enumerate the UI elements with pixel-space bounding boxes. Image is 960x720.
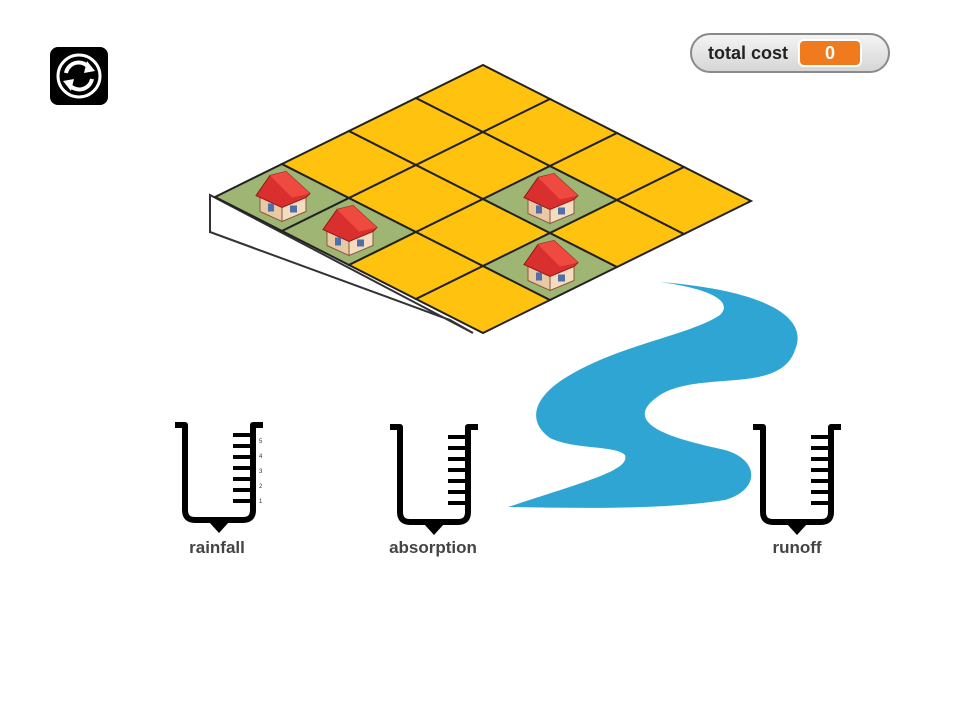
absorption-label: absorption <box>389 538 477 557</box>
refresh-icon <box>56 53 102 99</box>
runoff-label: runoff <box>772 538 822 557</box>
reset-button[interactable] <box>50 47 108 105</box>
total-cost-label: total cost <box>708 42 789 63</box>
river <box>508 282 798 508</box>
rainfall-label: rainfall <box>189 538 245 557</box>
house <box>255 170 311 223</box>
house-layer <box>255 170 579 292</box>
house <box>523 172 579 225</box>
house <box>523 239 579 292</box>
total-cost-value: 0 <box>798 39 863 67</box>
land-tile[interactable] <box>614 165 754 236</box>
total-cost-monitor: total cost 0 <box>690 33 890 73</box>
house <box>322 204 378 257</box>
